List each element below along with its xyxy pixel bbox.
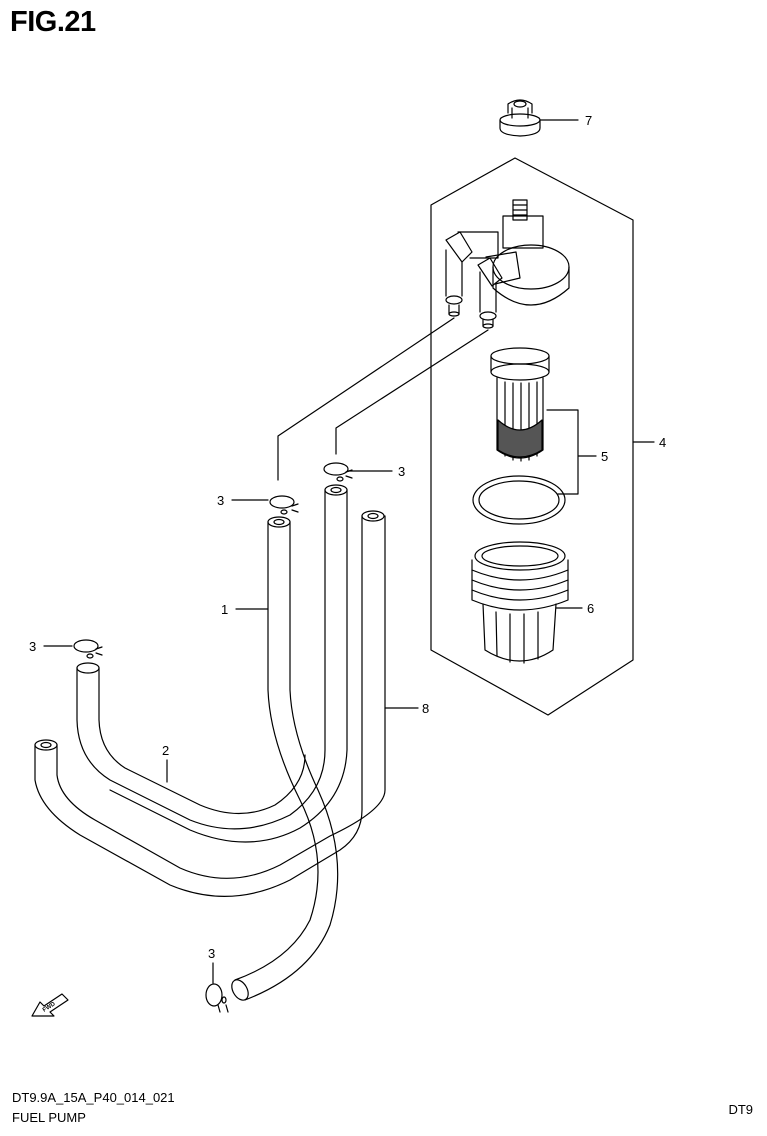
callout-6: 6: [587, 601, 594, 616]
clip-part-3-b: [323, 462, 353, 482]
hose-part-1: [231, 516, 339, 1001]
clip-part-3-d: [205, 983, 229, 1013]
callout-8: 8: [422, 701, 429, 716]
o-ring: [472, 475, 566, 525]
nut-part-7: [499, 99, 541, 137]
callout-3-b: 3: [398, 464, 405, 479]
filter-element-part-5: [490, 347, 550, 462]
guide-line-right: [335, 329, 489, 455]
section-name: FUEL PUMP: [12, 1110, 86, 1125]
callout-3-a: 3: [217, 493, 224, 508]
guide-line-left: [277, 317, 455, 481]
filter-cup-part-6: [471, 541, 569, 664]
callout-7: 7: [585, 113, 592, 128]
callout-3-c: 3: [29, 639, 36, 654]
leader-5: [546, 409, 597, 495]
pump-head: [445, 199, 570, 329]
hose-part-2: [76, 484, 348, 843]
callout-5: 5: [601, 449, 608, 464]
assembly-frame: [430, 157, 634, 716]
model-label: DT9: [728, 1102, 753, 1117]
hose-part-8: [34, 510, 386, 897]
callout-1: 1: [221, 602, 228, 617]
callout-4: 4: [659, 435, 666, 450]
clip-part-3-c: [73, 639, 103, 659]
figure-title: FIG.21: [10, 6, 96, 38]
drawing-code: DT9.9A_15A_P40_014_021: [12, 1090, 175, 1105]
callout-2: 2: [162, 743, 169, 758]
clip-part-3-a: [269, 495, 299, 515]
callout-3-d: 3: [208, 946, 215, 961]
fwd-arrow-icon: [31, 993, 69, 1017]
